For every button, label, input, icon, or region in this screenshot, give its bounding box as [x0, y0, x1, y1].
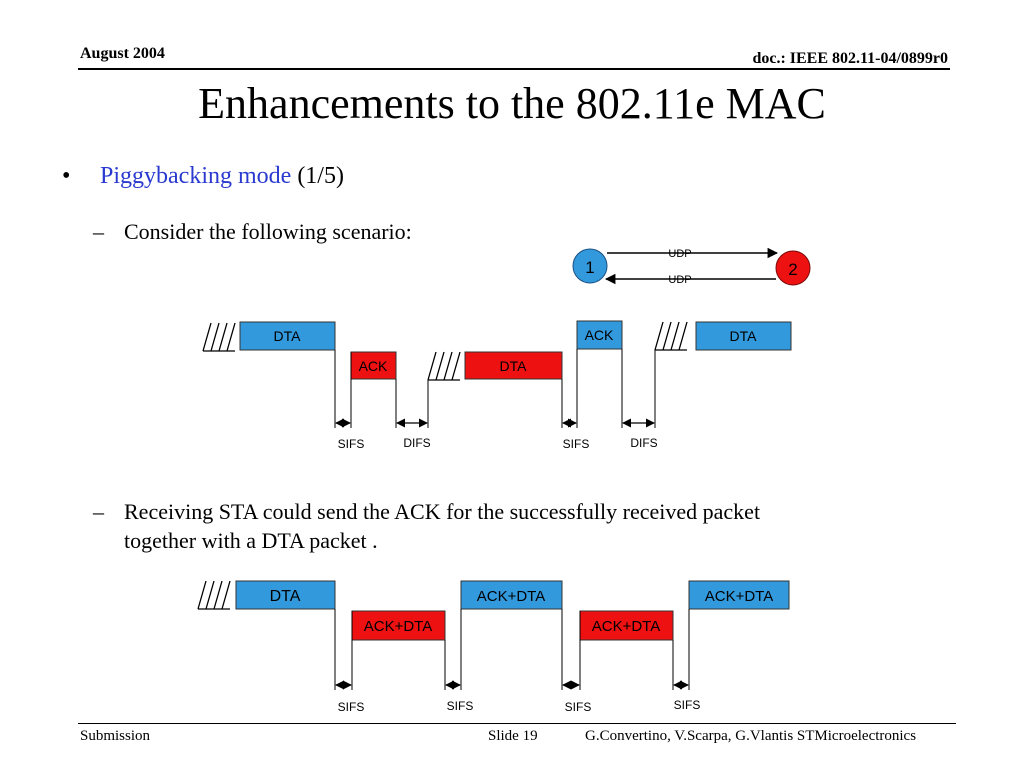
frame-ack-dta — [579, 610, 674, 641]
timing-guides — [334, 609, 690, 690]
footer-slide-number: Slide 19 — [488, 728, 538, 744]
header-doc-id: doc.: IEEE 802.11-04/0899r0 — [752, 50, 948, 67]
timing-diagram-basic: DTA ACK DTA ACK DTA — [202, 320, 792, 451]
node-1 — [572, 248, 608, 284]
node-2-label: 2 — [788, 260, 797, 279]
sub-bullet-symbol: – — [93, 499, 104, 524]
frame-label: DTA — [274, 328, 302, 344]
backoff-hatch — [654, 321, 688, 351]
frame-dta-1 — [239, 321, 336, 351]
bullet-highlight: Piggybacking mode — [100, 163, 292, 189]
frame-label: DTA — [730, 328, 758, 344]
frame-dta-2 — [464, 351, 563, 380]
frame-label: ACK+DTA — [705, 588, 774, 605]
timing-guides — [334, 349, 656, 428]
frame-ack-dta — [460, 580, 563, 610]
frame-label: ACK — [585, 327, 614, 343]
interval-label: SIFS — [338, 437, 365, 451]
footer-submission: Submission — [80, 728, 151, 744]
sub-bullet-text: Consider the following scenario: — [124, 219, 412, 244]
bullet-rest: (1/5) — [291, 163, 344, 189]
frame-label: ACK — [359, 358, 388, 374]
frame-ack-2 — [576, 320, 623, 350]
sub-bullet-line-2: together with a DTA packet . — [124, 528, 378, 553]
frame-label: DTA — [270, 588, 301, 605]
topology: UDP UDP 1 2 — [572, 247, 811, 286]
sub-bullet-symbol: – — [93, 219, 104, 244]
frame-label: ACK+DTA — [477, 588, 546, 605]
header-date: August 2004 — [80, 45, 165, 62]
frame-label: ACK+DTA — [592, 618, 661, 635]
frame-ack-1 — [350, 351, 397, 380]
slide-title: Enhancements to the 802.11e MAC — [198, 79, 826, 128]
interval-label: SIFS — [565, 700, 592, 714]
sub-bullet-line-1: Receiving STA could send the ACK for the… — [124, 499, 761, 524]
frame-label: DTA — [500, 358, 528, 374]
node-2 — [775, 250, 811, 286]
node-1-label: 1 — [585, 258, 594, 277]
frame-dta-3 — [695, 321, 792, 351]
header-divider — [78, 68, 950, 70]
interval-label: SIFS — [447, 699, 474, 713]
interval-label: SIFS — [674, 698, 701, 712]
frame-ack-dta — [351, 610, 446, 641]
footer-authors: G.Convertino, V.Scarpa, G.Vlantis STMicr… — [585, 728, 917, 744]
frame-ack-dta — [688, 580, 790, 610]
interval-label: DIFS — [403, 436, 430, 450]
bullet-text: Piggybacking mode (1/5) — [100, 163, 344, 190]
link-label-top: UDP — [668, 248, 691, 260]
interval-label: SIFS — [563, 437, 590, 451]
backoff-hatch — [202, 322, 236, 352]
frame-dta — [235, 580, 336, 610]
timing-diagram-piggyback: DTA ACK+DTA ACK+DTA ACK+DTA ACK+DTA SIFS… — [197, 580, 790, 714]
footer-divider — [78, 723, 956, 724]
backoff-hatch — [197, 580, 231, 610]
backoff-hatch — [427, 351, 461, 381]
frame-label: ACK+DTA — [364, 618, 433, 635]
bullet-symbol: • — [62, 163, 71, 189]
interval-label: SIFS — [338, 700, 365, 714]
link-label-bottom: UDP — [668, 274, 691, 286]
interval-label: DIFS — [630, 436, 657, 450]
